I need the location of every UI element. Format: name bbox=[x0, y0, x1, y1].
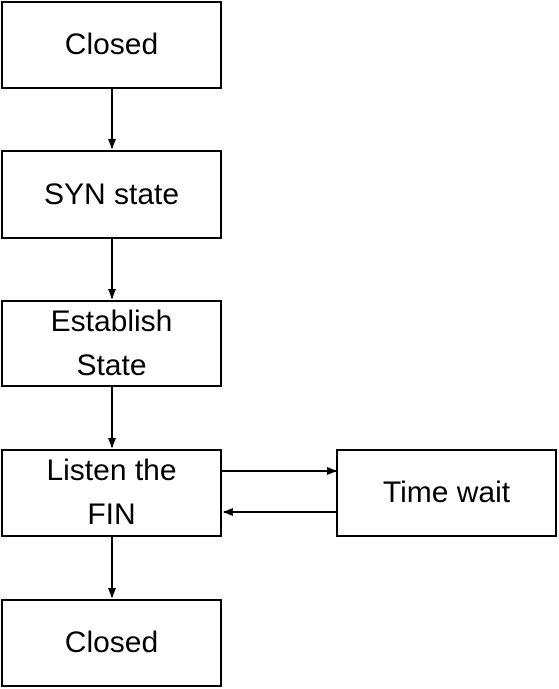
state-label: Listen the FIN bbox=[46, 454, 177, 531]
state-establish: Establish State bbox=[1, 300, 222, 387]
state-time-wait: Time wait bbox=[336, 449, 557, 537]
state-label: Closed bbox=[64, 626, 159, 659]
state-closed-top: Closed bbox=[1, 1, 222, 89]
state-label: Establish State bbox=[50, 304, 173, 382]
state-listen-fin: Listen the FIN bbox=[1, 449, 222, 537]
state-syn: SYN state bbox=[1, 150, 222, 239]
state-label: SYN state bbox=[43, 177, 180, 211]
state-closed-bottom: Closed bbox=[1, 599, 222, 687]
state-label: Closed bbox=[64, 28, 159, 61]
state-label: Time wait bbox=[382, 476, 511, 509]
